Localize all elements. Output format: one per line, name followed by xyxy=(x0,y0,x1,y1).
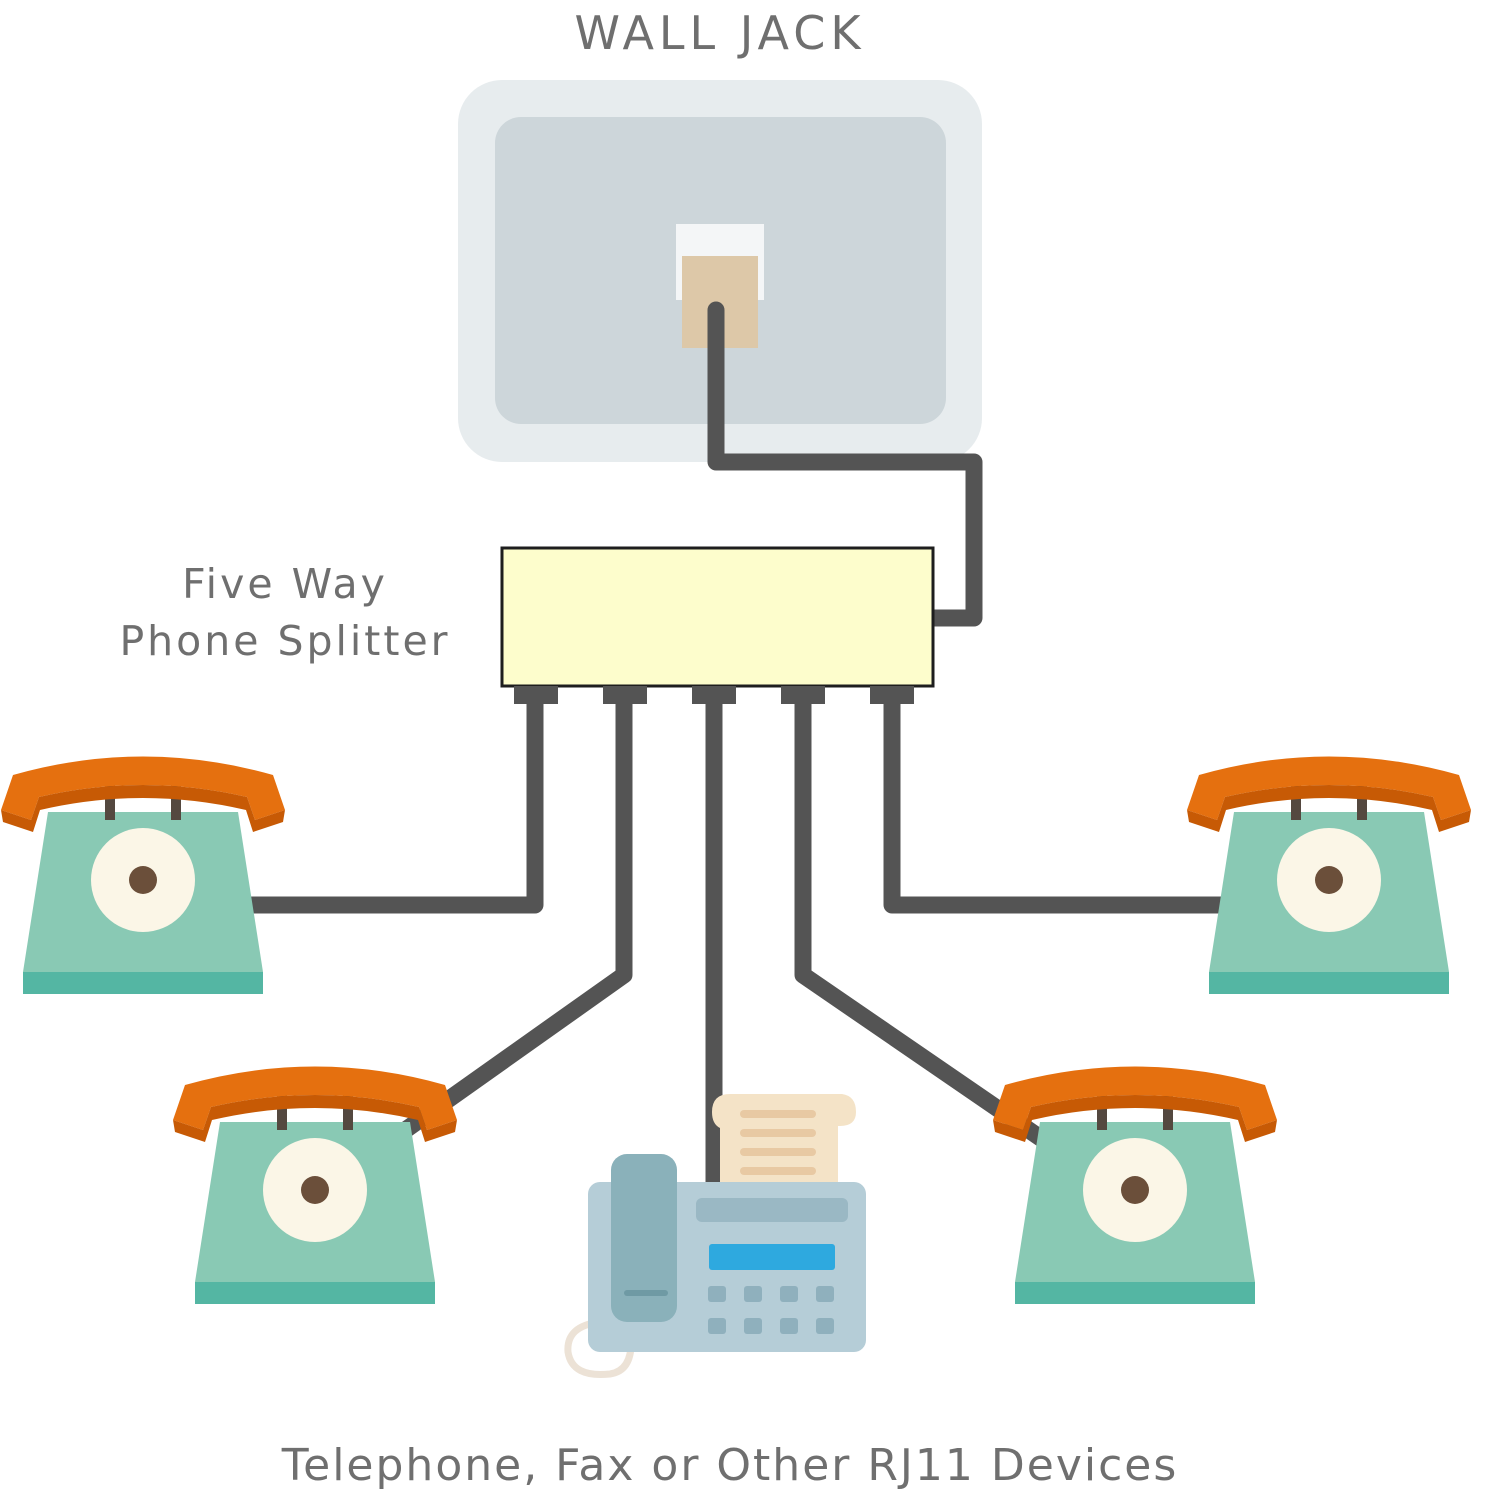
splitter-port xyxy=(692,686,736,704)
splitter-body xyxy=(500,546,935,688)
rotary-phone-icon xyxy=(993,1066,1277,1304)
cable-port-1 xyxy=(241,691,544,914)
wall-jack-label: WALL JACK xyxy=(574,6,866,60)
fax-handset-cord xyxy=(564,1318,635,1379)
fax-handset xyxy=(611,1154,677,1322)
fax-paper-slot xyxy=(696,1198,848,1222)
rotary-phone-icon xyxy=(1187,756,1471,994)
wall-jack-icon xyxy=(458,80,982,462)
rotary-phone-icon xyxy=(1,756,285,994)
splitter-port xyxy=(781,686,825,704)
fax-machine-icon xyxy=(564,1094,866,1379)
cable-port-5 xyxy=(883,691,1231,914)
cable-wall-to-splitter xyxy=(707,301,983,627)
fax-screen xyxy=(709,1244,835,1270)
splitter-port xyxy=(603,686,647,704)
splitter-label: Five Way Phone Splitter xyxy=(80,556,490,670)
splitter-port xyxy=(870,686,914,704)
cable-port-2 xyxy=(371,691,633,1157)
splitter-label-line-1: Five Way xyxy=(182,560,388,608)
cable-port-4 xyxy=(794,691,1064,1157)
rotary-phone-icon xyxy=(173,1066,457,1304)
phone-splitter-icon xyxy=(500,546,935,704)
splitter-label-line-2: Phone Splitter xyxy=(119,617,451,665)
splitter-port xyxy=(514,686,558,704)
fax-keypad xyxy=(708,1286,834,1334)
devices-caption: Telephone, Fax or Other RJ11 Devices xyxy=(281,1440,1179,1491)
